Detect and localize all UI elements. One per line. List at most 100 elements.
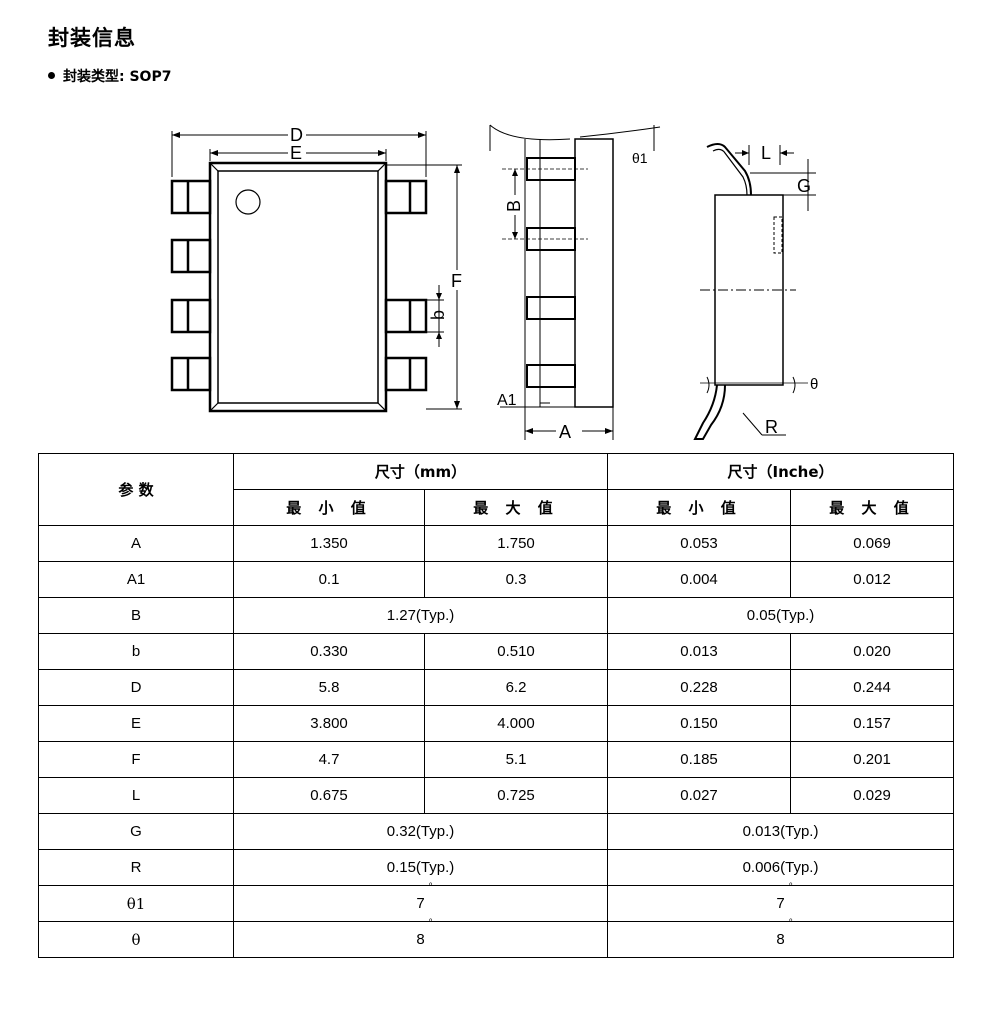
param-cell: F — [38, 741, 234, 778]
page-title: 封装信息 — [48, 26, 136, 50]
in-max-cell: 0.157 — [790, 705, 955, 742]
in-max-cell: 0.069 — [790, 525, 955, 562]
end-view — [693, 143, 816, 440]
param-cell: A1 — [38, 561, 234, 598]
dim-label-E: E — [290, 143, 302, 163]
table-row: D 5.8 6.2 0.228 0.244 — [38, 669, 955, 706]
in-min-cell: 0.228 — [607, 669, 792, 706]
mm-min-cell: 4.7 — [233, 741, 425, 778]
in-min-cell: 0.027 — [607, 777, 792, 814]
angle-number: 7 — [416, 895, 425, 912]
angle-number: 8 — [416, 931, 425, 948]
param-cell: θ1 — [38, 885, 234, 922]
table-row: B 1.27(Typ.) 0.05(Typ.) — [38, 597, 955, 634]
table-row: A1 0.1 0.3 0.004 0.012 — [38, 561, 955, 598]
table-row: G 0.32(Typ.) 0.013(Typ.) — [38, 813, 955, 850]
mm-max-cell: 1.750 — [423, 525, 609, 562]
package-type-label: 封装类型: SOP7 — [63, 69, 172, 85]
mm-header: 尺寸（mm） — [232, 453, 609, 490]
mm-typ-cell: 0.32(Typ.) — [232, 813, 609, 850]
angle-value: 8° — [776, 918, 792, 948]
angle-number: 8 — [776, 931, 785, 948]
in-typ-cell: 0.05(Typ.) — [607, 597, 955, 634]
param-header: 参 数 — [38, 453, 234, 526]
angle-value: 7° — [416, 882, 432, 912]
angle-value: 7° — [776, 882, 792, 912]
table-row: F 4.7 5.1 0.185 0.201 — [38, 741, 955, 778]
param-cell: b — [38, 633, 234, 670]
table-row: L 0.675 0.725 0.027 0.029 — [38, 777, 955, 814]
dim-label-L: L — [761, 143, 771, 163]
dim-label-R: R — [765, 417, 778, 437]
in-max-cell: 0.244 — [790, 669, 955, 706]
mm-max-cell: 0.725 — [423, 777, 609, 814]
mm-max-cell: 0.510 — [423, 633, 609, 670]
in-angle-cell: 8° — [607, 918, 955, 958]
table-row: R 0.15(Typ.) 0.006(Typ.) — [38, 849, 955, 886]
param-cell: D — [38, 669, 234, 706]
package-outline-drawing: D E F b B A A1 θ1 L G R θ — [170, 124, 818, 442]
in-min-header: 最 小 值 — [607, 489, 792, 526]
in-min-cell: 0.053 — [607, 525, 792, 562]
mm-min-cell: 5.8 — [233, 669, 425, 706]
dim-label-theta: θ — [810, 376, 818, 393]
package-type-line: 封装类型: SOP7 — [48, 66, 171, 86]
mm-min-header: 最 小 值 — [233, 489, 425, 526]
in-max-cell: 0.201 — [790, 741, 955, 778]
in-min-cell: 0.185 — [607, 741, 792, 778]
param-cell: L — [38, 777, 234, 814]
table-row: A 1.350 1.750 0.053 0.069 — [38, 525, 955, 562]
degree-sign: ° — [788, 882, 793, 893]
inch-header: 尺寸（Inche） — [607, 453, 955, 490]
in-max-cell: 0.020 — [790, 633, 955, 670]
param-cell: E — [38, 705, 234, 742]
param-cell: θ — [38, 921, 234, 958]
mm-typ-cell: 1.27(Typ.) — [232, 597, 609, 634]
degree-sign: ° — [428, 918, 433, 929]
in-typ-cell: 0.006(Typ.) — [607, 849, 955, 886]
dim-label-G: G — [797, 176, 811, 196]
dim-label-A1: A1 — [497, 392, 517, 409]
in-min-cell: 0.013 — [607, 633, 792, 670]
param-cell: R — [38, 849, 234, 886]
in-max-cell: 0.029 — [790, 777, 955, 814]
mm-typ-cell: 0.15(Typ.) — [232, 849, 609, 886]
angle-value: 8° — [416, 918, 432, 948]
dim-label-A: A — [559, 422, 571, 442]
mm-min-cell: 1.350 — [233, 525, 425, 562]
dim-label-b: b — [428, 310, 448, 320]
degree-sign: ° — [428, 882, 433, 893]
table-row: θ 8° 8° — [38, 918, 955, 958]
dim-label-D: D — [290, 125, 303, 145]
table-row: E 3.800 4.000 0.150 0.157 — [38, 705, 955, 742]
mm-min-cell: 3.800 — [233, 705, 425, 742]
mm-max-cell: 6.2 — [423, 669, 609, 706]
angle-number: 7 — [776, 895, 785, 912]
param-cell: B — [38, 597, 234, 634]
table-row: θ1 7° 7° — [38, 882, 955, 922]
mm-max-header: 最 大 值 — [423, 489, 609, 526]
param-cell: A — [38, 525, 234, 562]
top-view — [170, 131, 462, 413]
table-row: b 0.330 0.510 0.013 0.020 — [38, 633, 955, 670]
in-max-cell: 0.012 — [790, 561, 955, 598]
dim-label-B: B — [504, 200, 524, 212]
mm-angle-cell: 7° — [232, 882, 609, 922]
in-typ-cell: 0.013(Typ.) — [607, 813, 955, 850]
mm-min-cell: 0.1 — [233, 561, 425, 598]
mm-max-cell: 5.1 — [423, 741, 609, 778]
dim-label-F: F — [451, 271, 462, 291]
mm-max-cell: 0.3 — [423, 561, 609, 598]
in-max-header: 最 大 值 — [790, 489, 955, 526]
mm-angle-cell: 8° — [232, 918, 609, 958]
in-angle-cell: 7° — [607, 882, 955, 922]
mm-min-cell: 0.330 — [233, 633, 425, 670]
in-min-cell: 0.004 — [607, 561, 792, 598]
dimension-table: 参 数 尺寸（mm） 尺寸（Inche） 最 小 值 最 大 值 最 小 值 最… — [38, 453, 955, 958]
bullet-icon — [48, 71, 55, 79]
side-view — [489, 124, 661, 440]
degree-sign: ° — [788, 918, 793, 929]
mm-max-cell: 4.000 — [423, 705, 609, 742]
in-min-cell: 0.150 — [607, 705, 792, 742]
mm-min-cell: 0.675 — [233, 777, 425, 814]
